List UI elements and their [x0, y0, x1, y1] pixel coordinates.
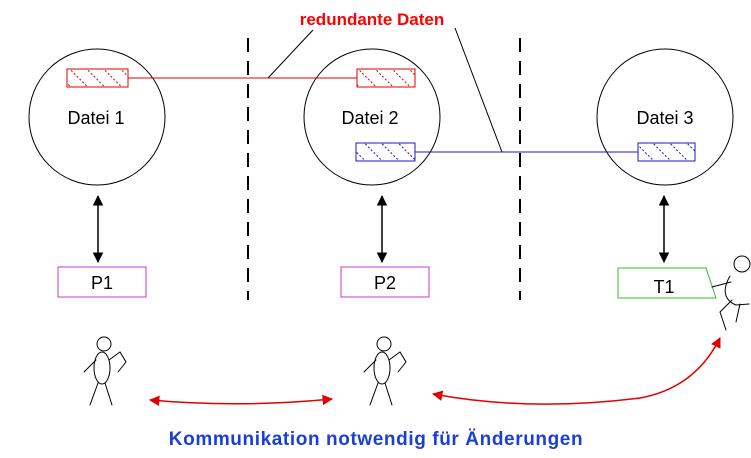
- user-figure-2: [363, 336, 407, 406]
- program-t1-box: [617, 267, 717, 299]
- title-pointer-red: [267, 29, 314, 79]
- title-pointer-blue: [454, 27, 503, 153]
- file-3-label: Datei 3: [636, 108, 693, 128]
- program-p1-box: [57, 266, 147, 298]
- communication-arrow-2-3: [431, 337, 721, 405]
- user-figure-1: [83, 336, 127, 406]
- diagram-title: redundante Daten: [300, 10, 445, 29]
- redundant-record-blue-file-3: [637, 142, 696, 162]
- program-p2-box: [340, 266, 430, 298]
- program-t1-label: T1: [653, 277, 674, 297]
- user-figure-3: [711, 255, 751, 331]
- redundant-record-red-file-2: [356, 68, 416, 88]
- communication-arrow-1-2: [148, 394, 334, 407]
- file-2-circle: [303, 48, 441, 186]
- redundant-record-red-file-1: [66, 68, 129, 88]
- footer-caption: Kommunikation notwendig für Änderungen: [169, 429, 583, 450]
- redundant-record-blue-file-2: [355, 142, 416, 162]
- file-1-circle: [28, 48, 166, 186]
- program-p2-label: P2: [374, 273, 396, 293]
- file-2-label: Datei 2: [341, 108, 398, 128]
- file-1-label: Datei 1: [67, 108, 124, 128]
- file-3-circle: [596, 48, 734, 186]
- program-p1-label: P1: [91, 273, 113, 293]
